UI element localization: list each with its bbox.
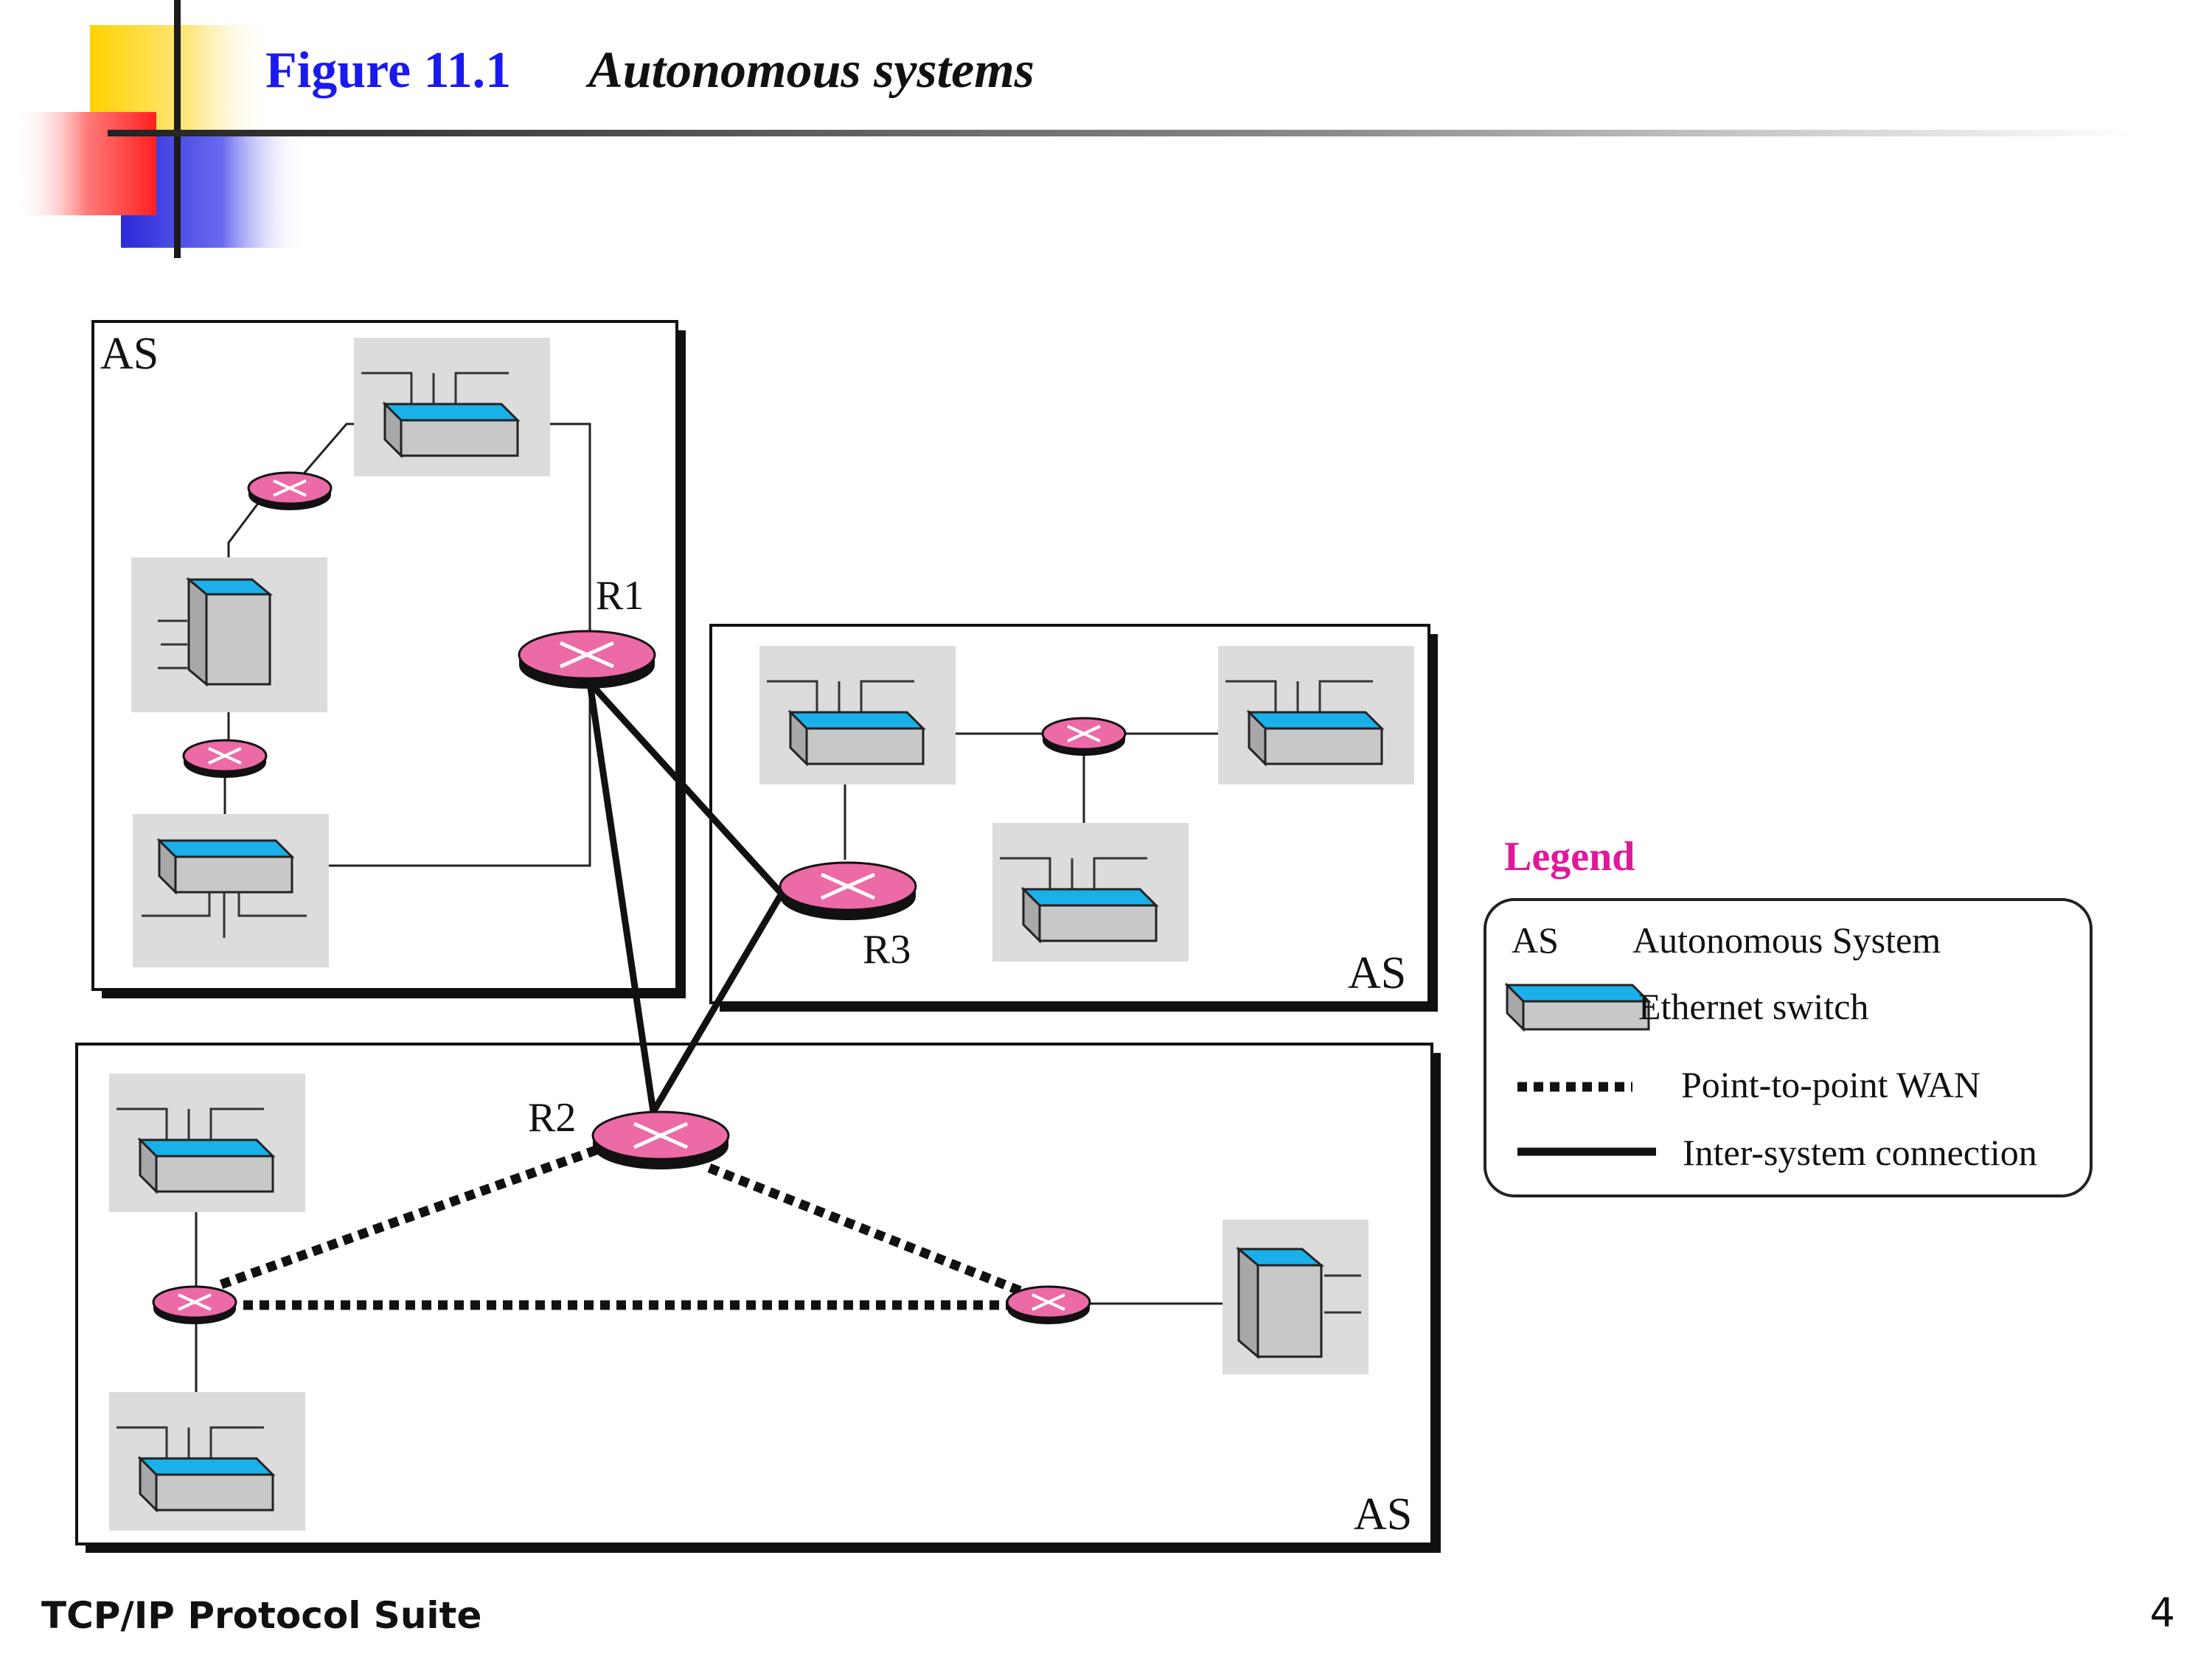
router-icon	[152, 1285, 237, 1326]
ethernet-switch-icon	[758, 644, 957, 786]
corner-decoration	[16, 0, 2135, 258]
ethernet-switch-icon	[131, 813, 330, 969]
ethernet-switch-icon	[991, 821, 1190, 963]
footer-text: TCP/IP Protocol Suite	[41, 1594, 481, 1637]
legend-switch-text: Ethernet switch	[1638, 986, 1868, 1027]
legend-as-text: Autonomous System	[1632, 919, 1941, 961]
router-r2-icon	[593, 1112, 728, 1169]
as-label-top-left: AS	[100, 329, 159, 379]
figure-number: Figure 11.1	[265, 42, 511, 99]
server-icon	[131, 557, 327, 712]
legend-switch-icon	[1504, 982, 1652, 1032]
ethernet-switch-icon	[108, 1391, 307, 1532]
router-icon	[1041, 717, 1127, 757]
legend-inter-text: Inter-system connection	[1683, 1132, 2037, 1173]
router-r3-icon	[780, 863, 916, 920]
ethernet-switch-icon	[352, 336, 552, 478]
router-icon	[247, 471, 333, 512]
ethernet-switch-icon	[108, 1072, 307, 1214]
router-r1-icon	[519, 631, 655, 689]
figure-title: Autonomous systems	[585, 42, 1034, 99]
wan-links	[219, 1145, 1029, 1310]
page-number: 4	[2150, 1590, 2175, 1636]
legend-box	[1484, 898, 2093, 1197]
router-r3-label: R3	[863, 927, 911, 973]
as-label-bottom: AS	[1354, 1489, 1412, 1540]
inter-system-connections	[586, 679, 785, 1116]
legend-wan-text: Point-to-point WAN	[1681, 1064, 1980, 1105]
router-r2-label: R2	[528, 1095, 576, 1141]
legend-title: Legend	[1504, 834, 1635, 880]
as-label-top-right: AS	[1348, 948, 1406, 998]
router-r1-label: R1	[596, 573, 644, 619]
server-icon	[1222, 1220, 1368, 1374]
router-icon	[1006, 1285, 1091, 1326]
router-icon	[182, 739, 268, 779]
ethernet-switch-icon	[1217, 644, 1416, 786]
legend-as-abbrev: AS	[1512, 919, 1559, 961]
